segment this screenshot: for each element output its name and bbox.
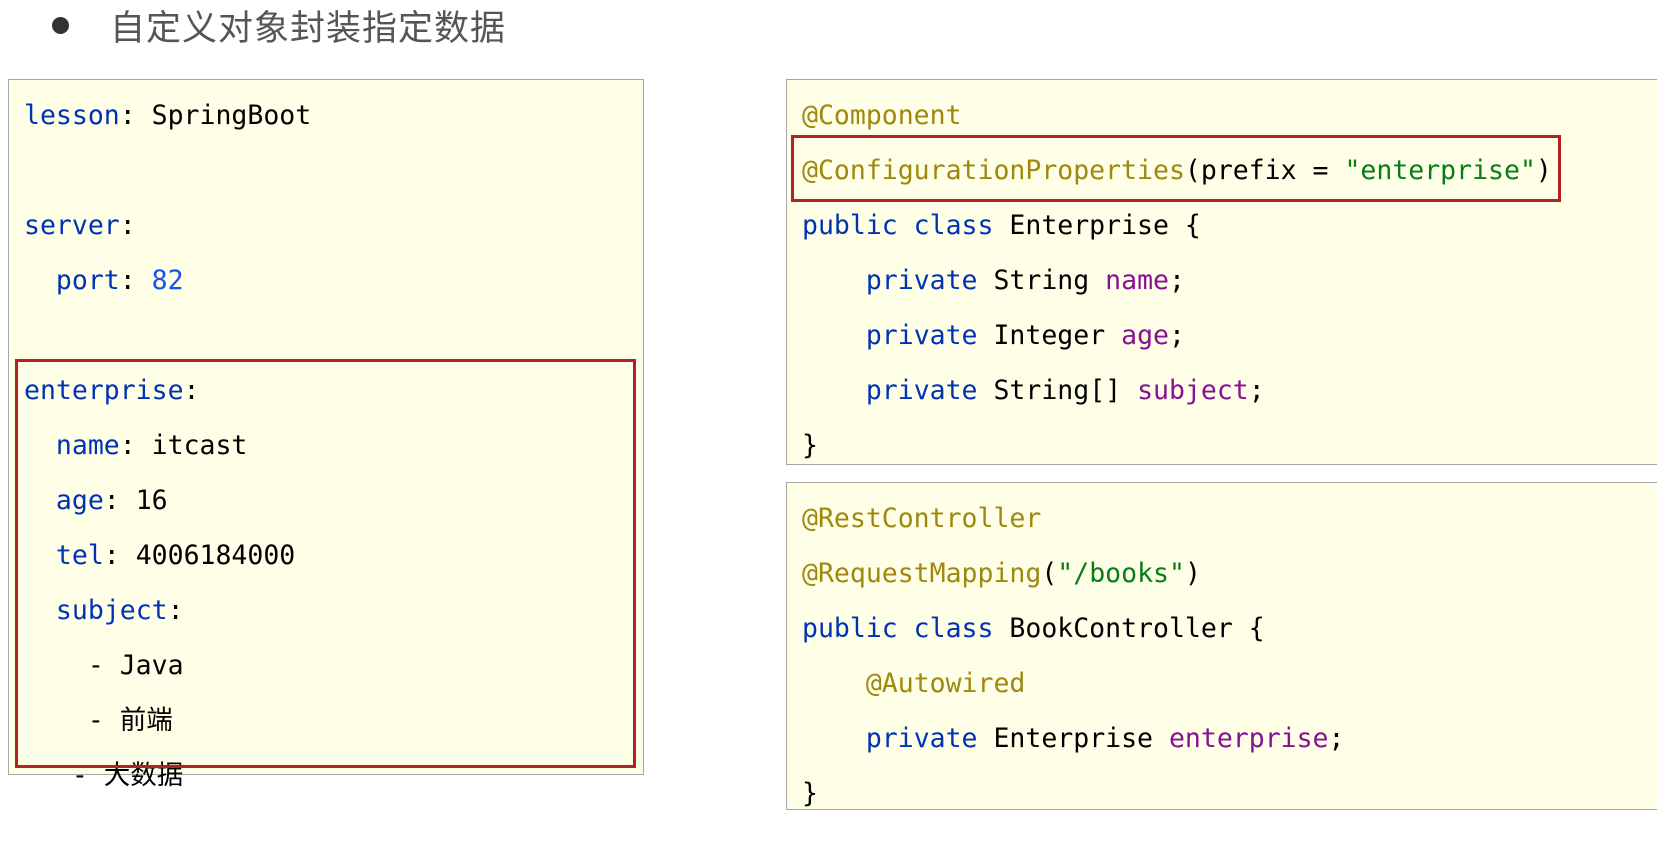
- code-line: @RequestMapping("/books"): [802, 546, 1344, 601]
- code-line: - 前端: [24, 693, 311, 748]
- code-token: String[]: [977, 375, 1138, 406]
- code-token: 82: [151, 265, 184, 296]
- code-token: Integer: [977, 320, 1122, 351]
- code-line: @RestController: [802, 491, 1344, 546]
- code-token: age: [1121, 320, 1169, 351]
- code-token: [24, 430, 56, 461]
- code-token: }: [802, 778, 818, 809]
- code-token: "enterprise": [1344, 155, 1536, 186]
- code-token: ;: [1168, 265, 1185, 296]
- code-token: [24, 485, 56, 516]
- code-token: [24, 540, 56, 571]
- code-token: : SpringBoot: [119, 100, 312, 131]
- code-line: name: itcast: [24, 418, 311, 473]
- code-token: }: [802, 430, 818, 461]
- code-token: port: [55, 265, 120, 296]
- code-line: private String[] subject;: [802, 363, 1552, 418]
- code-token: name: [1105, 265, 1169, 296]
- yaml-code-panel: lesson: SpringBoot server: port: 82 enterp…: [8, 79, 644, 791]
- code-token: - 前端: [24, 705, 173, 736]
- code-token: name: [55, 430, 120, 461]
- code-token: private: [865, 375, 978, 406]
- code-line: private String name;: [802, 253, 1552, 308]
- code-token: private: [865, 320, 978, 351]
- code-token: "/books": [1057, 558, 1185, 589]
- code-line: [24, 143, 311, 198]
- code-token: [24, 265, 56, 296]
- code-line: @ConfigurationProperties(prefix = "enter…: [802, 143, 1552, 198]
- code-line: public class Enterprise {: [802, 198, 1552, 253]
- enterprise-class-panel: @Component @ConfigurationProperties(prefi…: [786, 79, 1657, 465]
- code-token: :: [167, 595, 184, 626]
- code-token: @ConfigurationProperties: [802, 155, 1185, 186]
- code-token: lesson: [24, 100, 120, 131]
- code-line: enterprise:: [24, 363, 311, 418]
- code-line: lesson: SpringBoot: [24, 88, 311, 143]
- code-token: enterprise: [1168, 723, 1329, 754]
- code-line: private Integer age;: [802, 308, 1552, 363]
- code-token: public class: [802, 210, 994, 241]
- code-token: @Autowired: [865, 668, 1026, 699]
- yaml-code: lesson: SpringBoot server: port: 82 enterp…: [24, 88, 311, 803]
- code-token: BookController {: [993, 613, 1265, 644]
- code-token: Enterprise: [977, 723, 1169, 754]
- code-token: (prefix =: [1184, 155, 1345, 186]
- code-token: tel: [55, 540, 104, 571]
- code-line: - 大数据: [24, 748, 311, 803]
- code-token: @RequestMapping: [802, 558, 1042, 589]
- code-line: server:: [24, 198, 311, 253]
- code-token: - 大数据: [24, 760, 184, 791]
- enterprise-class-code: @Component @ConfigurationProperties(prefi…: [802, 88, 1552, 473]
- book-controller-panel: @RestController @RequestMapping("/books")…: [786, 482, 1657, 810]
- code-line: port: 82: [24, 253, 311, 308]
- code-line: age: 16: [24, 473, 311, 528]
- code-token: [802, 320, 866, 351]
- code-token: enterprise: [24, 375, 184, 406]
- code-token: server: [24, 210, 120, 241]
- code-token: public class: [802, 613, 994, 644]
- code-token: : 4006184000: [103, 540, 296, 571]
- code-token: :: [119, 210, 136, 241]
- code-token: ;: [1168, 320, 1185, 351]
- code-token: ;: [1328, 723, 1345, 754]
- code-token: Enterprise {: [993, 210, 1201, 241]
- heading-text: 自定义对象封装指定数据: [110, 8, 507, 49]
- code-token: - Java: [24, 650, 184, 681]
- code-line: subject:: [24, 583, 311, 638]
- code-token: :: [119, 265, 152, 296]
- bullet-icon: [52, 16, 69, 34]
- code-line: public class BookController {: [802, 601, 1344, 656]
- code-token: (: [1041, 558, 1058, 589]
- code-token: @Component: [802, 100, 962, 131]
- code-token: [802, 265, 866, 296]
- code-token: : itcast: [119, 430, 248, 461]
- code-token: subject: [1137, 375, 1249, 406]
- code-token: ): [1535, 155, 1552, 186]
- code-token: @RestController: [802, 503, 1042, 534]
- code-token: : 16: [103, 485, 168, 516]
- code-token: :: [183, 375, 200, 406]
- code-token: ;: [1248, 375, 1265, 406]
- code-token: ): [1184, 558, 1201, 589]
- code-line: }: [802, 766, 1344, 821]
- code-line: }: [802, 418, 1552, 473]
- slide-heading: 自定义对象封装指定数据: [52, 0, 506, 50]
- book-controller-code: @RestController @RequestMapping("/books")…: [802, 491, 1344, 821]
- code-line: - Java: [24, 638, 311, 693]
- code-token: [802, 375, 866, 406]
- code-line: @Autowired: [802, 656, 1344, 711]
- code-line: tel: 4006184000: [24, 528, 311, 583]
- code-line: private Enterprise enterprise;: [802, 711, 1345, 766]
- code-token: private: [865, 723, 978, 754]
- code-token: [802, 668, 866, 699]
- code-line: [24, 308, 311, 363]
- code-token: String: [977, 265, 1106, 296]
- code-token: age: [55, 485, 104, 516]
- code-token: [24, 595, 56, 626]
- code-token: [802, 723, 866, 754]
- code-token: private: [865, 265, 978, 296]
- code-line: @Component: [802, 88, 1552, 143]
- code-token: subject: [55, 595, 168, 626]
